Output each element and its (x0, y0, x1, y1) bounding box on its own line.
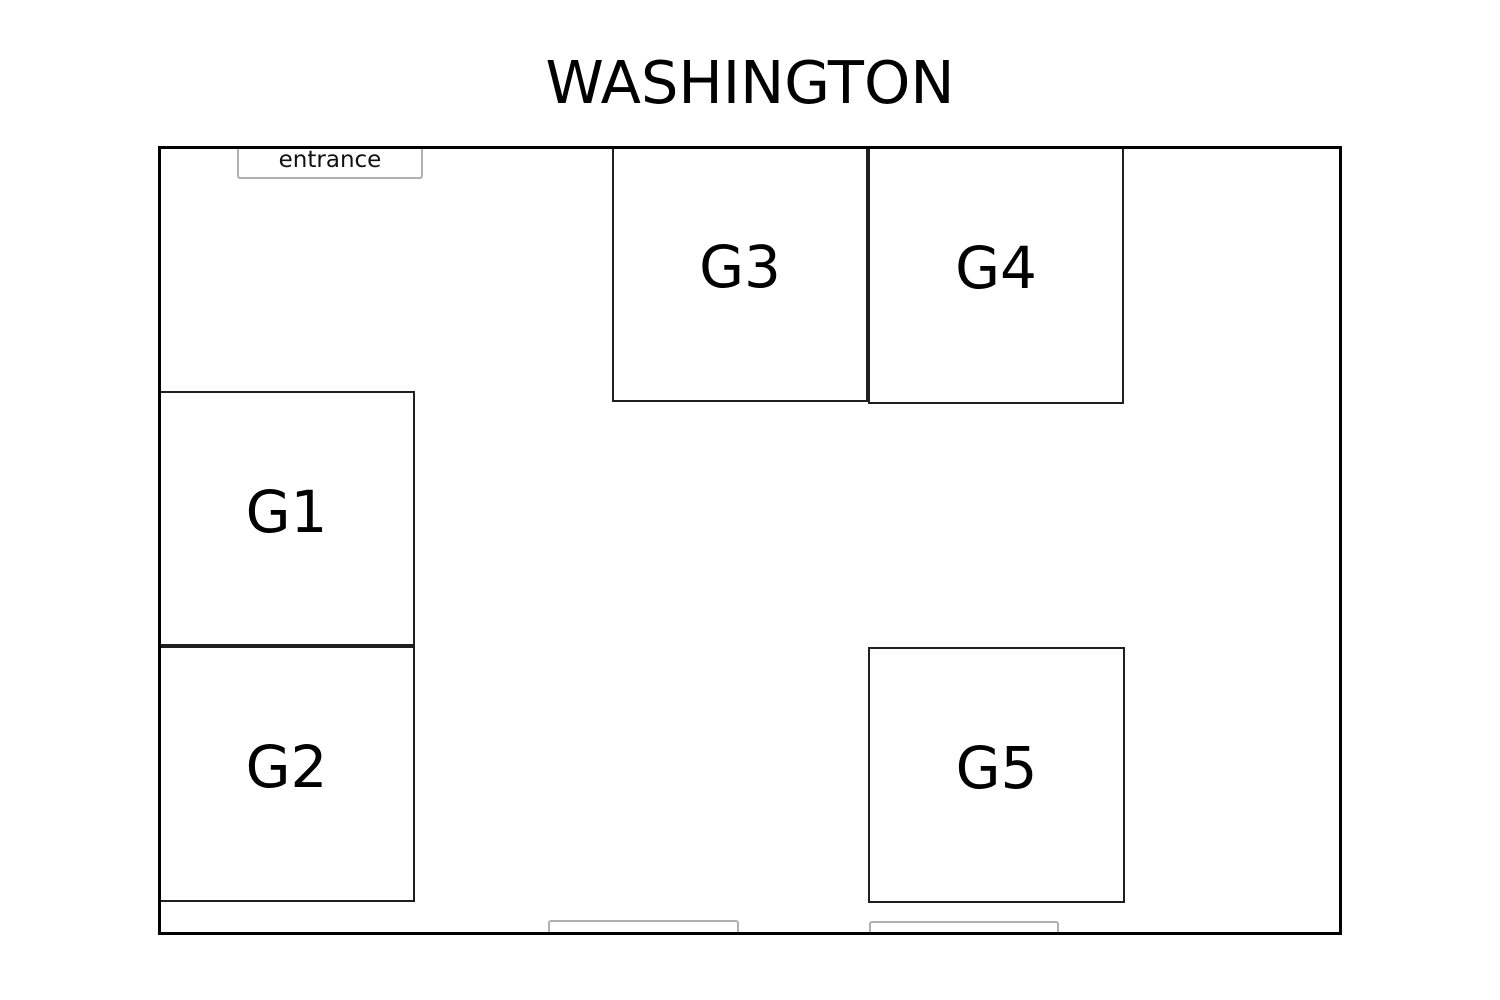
room-g1: G1 (158, 391, 415, 646)
entrance-marker: entrance (237, 146, 423, 179)
door-marker-bottom-left (548, 920, 739, 934)
room-g5: G5 (868, 647, 1125, 903)
room-g2: G2 (158, 646, 415, 902)
entrance-label: entrance (278, 147, 382, 173)
room-g2-label: G2 (245, 733, 328, 801)
door-marker-bottom-right (869, 921, 1059, 934)
room-g4: G4 (868, 146, 1124, 404)
room-g3: G3 (612, 146, 868, 402)
room-g3-label: G3 (699, 233, 781, 301)
room-g4-label: G4 (955, 234, 1037, 302)
room-g1-label: G1 (245, 477, 328, 546)
room-g5-label: G5 (955, 734, 1038, 802)
plan-title: WASHINGTON (545, 48, 955, 117)
